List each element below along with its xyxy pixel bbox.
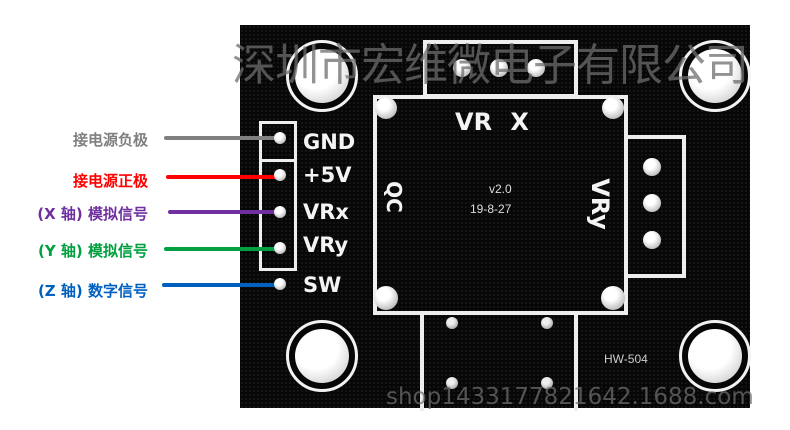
version-label: v2.0 <box>489 182 512 196</box>
pin-gnd <box>274 132 286 144</box>
pad <box>446 317 458 329</box>
label-vry: (Y 轴) 模拟信号 <box>37 242 148 260</box>
mounting-hole-bottom-right <box>679 320 751 392</box>
qc-silkscreen: QC <box>381 181 406 213</box>
pad <box>374 286 398 310</box>
pin-label-vrx: VRx <box>303 200 349 224</box>
pad <box>446 377 458 389</box>
label-sw: (Z 轴) 数字信号 <box>37 282 148 300</box>
pin-label-5v: +5V <box>303 163 352 187</box>
pad <box>643 231 661 249</box>
watermark-company: 深圳市宏维微电子有限公司 <box>232 40 749 91</box>
vrx-wire <box>168 210 280 214</box>
pin-label-vry: VRy <box>303 233 349 257</box>
mounting-hole-bottom-left <box>286 320 358 392</box>
label-5v: 接电源正极 <box>72 172 148 190</box>
5v-wire <box>166 175 280 179</box>
pin-sw <box>274 278 286 290</box>
pad <box>375 97 397 119</box>
pin-vry <box>274 242 286 254</box>
pad <box>527 59 545 77</box>
pin-vrx <box>274 206 286 218</box>
pad <box>541 377 553 389</box>
date-label: 19-8-27 <box>470 202 512 216</box>
label-gnd: 接电源负极 <box>72 131 148 149</box>
pin-5v <box>274 169 286 181</box>
mounting-hole-top-left <box>286 40 358 112</box>
mounting-hole-top-right <box>679 40 751 112</box>
label-vrx: (X 轴) 模拟信号 <box>37 205 148 223</box>
vry-wire <box>164 247 280 251</box>
sw-wire <box>162 283 280 287</box>
pin-label-sw: SW <box>303 273 342 297</box>
pad <box>602 97 624 119</box>
pad <box>490 59 508 77</box>
pad <box>453 59 471 77</box>
vrx-silkscreen: VR X <box>455 108 529 136</box>
header-divider <box>259 159 297 162</box>
vry-silkscreen: VRy <box>585 178 614 230</box>
pin-label-gnd: GND <box>303 130 356 154</box>
pin-header-outline <box>259 121 297 271</box>
model-label: HW-504 <box>604 352 648 366</box>
joystick-body-outline <box>373 95 628 315</box>
gnd-wire <box>164 136 280 140</box>
pad <box>601 286 625 310</box>
pad <box>643 194 661 212</box>
pad <box>541 317 553 329</box>
pad <box>643 158 661 176</box>
watermark-shop: shop1433177821642.1688.com <box>386 384 754 410</box>
